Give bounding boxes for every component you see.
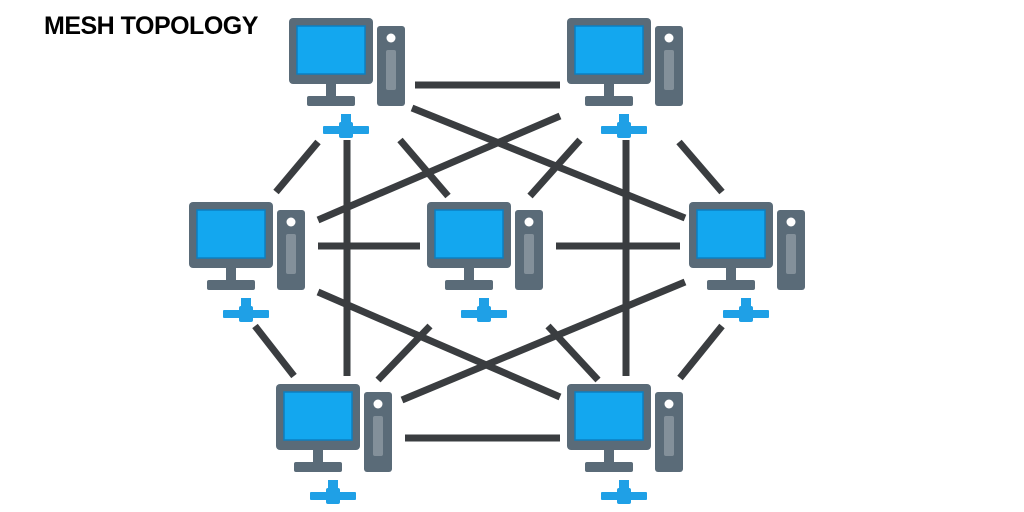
network-connector-icon: [310, 480, 356, 504]
drive-bay: [373, 416, 383, 456]
diagram-title: MESH TOPOLOGY: [44, 12, 258, 40]
network-connector-icon: [223, 298, 269, 322]
tower-case: [777, 210, 805, 290]
tower-case: [377, 26, 405, 106]
monitor-base: [585, 462, 633, 472]
desktop-computer-icon: [689, 202, 805, 290]
link-middle-right-to-bottom-left: [400, 278, 687, 404]
monitor-screen: [296, 25, 366, 75]
network-connector-icon: [723, 298, 769, 322]
monitor-base: [294, 462, 342, 472]
monitor-screen: [696, 209, 766, 259]
tower-case: [655, 26, 683, 106]
power-button-icon: [524, 217, 534, 227]
monitor-screen: [283, 391, 353, 441]
computer-node-bottom-right[interactable]: [567, 384, 683, 504]
link-middle-left-to-bottom-left: [252, 323, 297, 379]
network-connector-icon: [601, 114, 647, 138]
computer-node-top-right[interactable]: [567, 18, 683, 138]
monitor-screen: [574, 25, 644, 75]
link-top-left-to-middle-left: [273, 139, 321, 195]
link-top-right-to-middle-left: [316, 112, 562, 224]
computer-node-bottom-left[interactable]: [276, 384, 392, 504]
drive-bay: [786, 234, 796, 274]
link-middle-left-to-bottom-right: [316, 288, 562, 401]
drive-bay: [386, 50, 396, 90]
monitor-base: [585, 96, 633, 106]
links-layer: [252, 81, 725, 442]
network-connector-icon: [461, 298, 507, 322]
tower-case: [364, 392, 392, 472]
network-connector-icon: [601, 480, 647, 504]
monitor-neck: [326, 84, 336, 96]
drive-bay: [286, 234, 296, 274]
power-button-icon: [664, 33, 674, 43]
drive-bay: [664, 50, 674, 90]
monitor-base: [207, 280, 255, 290]
monitor-neck: [604, 450, 614, 462]
nodes-layer: [189, 18, 805, 504]
tower-case: [655, 392, 683, 472]
power-button-icon: [373, 399, 383, 409]
monitor-screen: [574, 391, 644, 441]
desktop-computer-icon: [427, 202, 543, 290]
monitor-base: [307, 96, 355, 106]
computer-node-middle-left[interactable]: [189, 202, 305, 322]
network-connector-icon: [323, 114, 369, 138]
link-top-left-to-center: [397, 137, 451, 199]
desktop-computer-icon: [289, 18, 405, 106]
link-top-right-to-middle-right: [676, 139, 725, 195]
desktop-computer-icon: [567, 18, 683, 106]
power-button-icon: [286, 217, 296, 227]
tower-case: [277, 210, 305, 290]
link-top-left-to-middle-right: [410, 104, 687, 222]
link-center-to-bottom-left: [375, 323, 433, 383]
link-middle-right-to-bottom-right: [677, 323, 725, 381]
power-button-icon: [664, 399, 674, 409]
monitor-neck: [313, 450, 323, 462]
monitor-base: [445, 280, 493, 290]
computer-node-top-left[interactable]: [289, 18, 405, 138]
monitor-neck: [604, 84, 614, 96]
desktop-computer-icon: [567, 384, 683, 472]
monitor-screen: [196, 209, 266, 259]
power-button-icon: [786, 217, 796, 227]
computer-node-center[interactable]: [427, 202, 543, 322]
desktop-computer-icon: [276, 384, 392, 472]
tower-case: [515, 210, 543, 290]
drive-bay: [524, 234, 534, 274]
drive-bay: [664, 416, 674, 456]
monitor-screen: [434, 209, 504, 259]
monitor-neck: [726, 268, 736, 280]
link-top-right-to-center: [527, 137, 583, 199]
monitor-base: [707, 280, 755, 290]
monitor-neck: [464, 268, 474, 280]
monitor-neck: [226, 268, 236, 280]
computer-node-middle-right[interactable]: [689, 202, 805, 322]
desktop-computer-icon: [189, 202, 305, 290]
power-button-icon: [386, 33, 396, 43]
